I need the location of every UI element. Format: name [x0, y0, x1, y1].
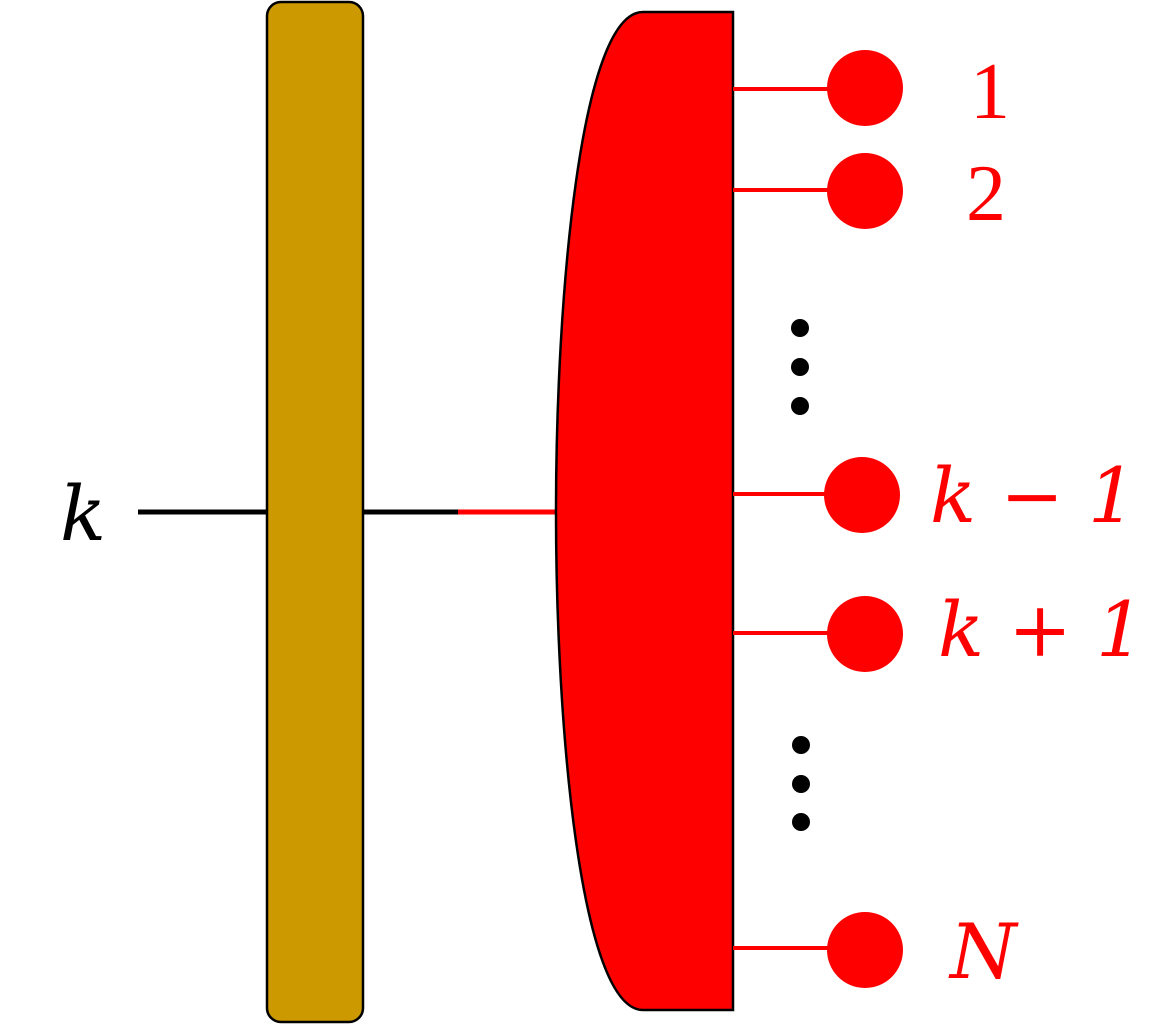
site-node-2: [827, 153, 903, 229]
site-node-N: [827, 912, 903, 988]
site-node-k-minus-1: [824, 457, 900, 533]
right-tensor: [554, 10, 735, 1012]
vertical-dots-lower: [792, 736, 810, 831]
site-node-k-plus-1: [827, 596, 903, 672]
site-node-1: [827, 50, 903, 126]
output-label-2: 2: [966, 150, 1006, 238]
output-leg-1: [733, 50, 903, 126]
output-label-k-plus-1: k + 1: [938, 585, 1144, 674]
left-tensor: [265, 0, 365, 1024]
output-leg-N: [733, 912, 903, 988]
output-label-1: 1: [970, 48, 1010, 136]
output-label-N: N: [948, 907, 1019, 996]
output-leg-k-plus-1: [733, 596, 903, 672]
output-leg-2: [733, 153, 903, 229]
vertical-dots-upper: [791, 319, 809, 415]
output-leg-k-minus-1: [733, 457, 900, 533]
output-label-k-minus-1: k − 1: [930, 451, 1136, 540]
input-leg-label: k: [60, 469, 106, 558]
